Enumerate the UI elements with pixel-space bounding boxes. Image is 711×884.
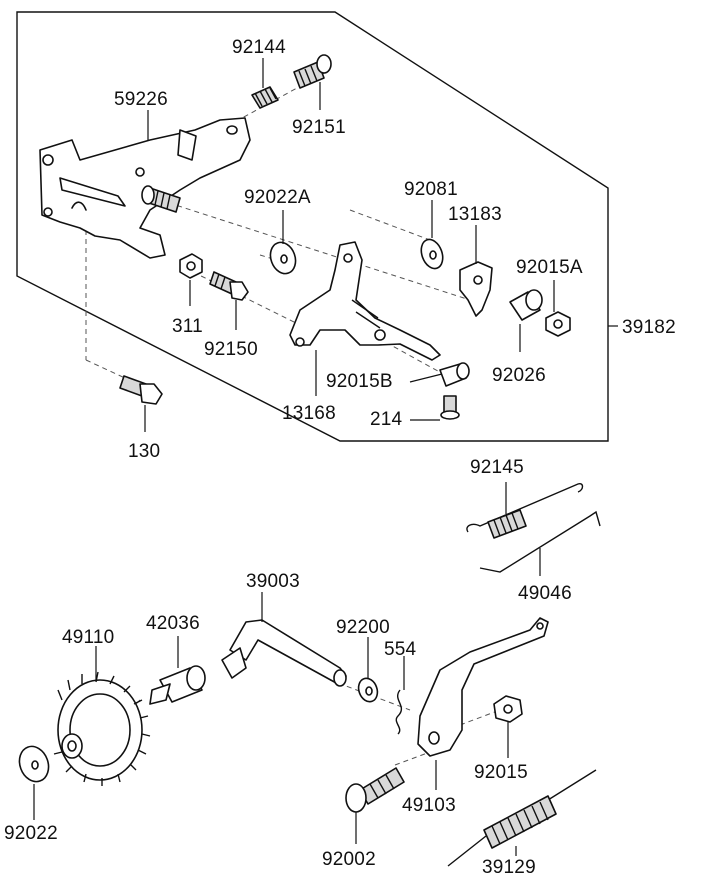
label-49110: 49110 <box>62 627 115 648</box>
label-92002: 92002 <box>322 849 376 870</box>
bolt-plate <box>141 185 181 213</box>
label-92081: 92081 <box>404 179 458 200</box>
label-92151: 92151 <box>292 117 346 138</box>
nut-92015A <box>545 311 571 337</box>
label-554: 554 <box>384 639 417 660</box>
leader-lines <box>33 58 618 856</box>
clip-554 <box>395 689 403 735</box>
label-92144: 92144 <box>232 37 286 58</box>
label-92022: 92022 <box>4 823 58 844</box>
shaft-lever-39003 <box>221 619 347 687</box>
spring-92145 <box>466 482 584 539</box>
bolt-130 <box>119 375 163 405</box>
label-39003: 39003 <box>246 571 300 592</box>
label-92200: 92200 <box>336 617 390 638</box>
washer-92081 <box>420 238 444 270</box>
assembly-boundary-39182 <box>16 11 609 442</box>
lever-49103 <box>417 617 549 757</box>
label-214: 214 <box>370 409 403 430</box>
gear-49110 <box>53 671 151 786</box>
label-39129: 39129 <box>482 857 536 878</box>
nut-311 <box>179 253 203 279</box>
washer-92022 <box>18 745 50 783</box>
label-92145: 92145 <box>470 457 524 478</box>
label-311: 311 <box>172 316 203 337</box>
barrel-92015B <box>439 362 470 387</box>
label-92022A: 92022A <box>244 187 311 208</box>
lever-bracket-13168 <box>289 241 441 361</box>
label-13168: 13168 <box>282 403 336 424</box>
label-130: 130 <box>128 441 161 462</box>
nut-92015 <box>493 695 523 723</box>
bolt-92002 <box>345 767 405 813</box>
bolt-92150 <box>209 271 249 301</box>
screw-214 <box>440 395 460 420</box>
spring-92144 <box>251 86 279 109</box>
label-92026: 92026 <box>492 365 546 386</box>
label-59226: 59226 <box>114 89 168 110</box>
washer-92022A <box>269 241 297 275</box>
label-49046: 49046 <box>518 583 572 604</box>
label-92015A: 92015A <box>516 257 583 278</box>
label-92150: 92150 <box>204 339 258 360</box>
label-92015B: 92015B <box>326 371 393 392</box>
collar-92026 <box>509 289 543 321</box>
label-49103: 49103 <box>402 795 456 816</box>
pin-42036 <box>149 665 206 705</box>
label-39182: 39182 <box>622 317 676 338</box>
washer-92200 <box>357 677 379 703</box>
plate-13183 <box>459 261 493 317</box>
label-42036: 42036 <box>146 613 200 634</box>
rod-49046 <box>479 510 601 573</box>
spring-39129 <box>447 769 597 867</box>
label-13183: 13183 <box>448 204 502 225</box>
screw-92151 <box>293 54 332 89</box>
label-92015: 92015 <box>474 762 528 783</box>
